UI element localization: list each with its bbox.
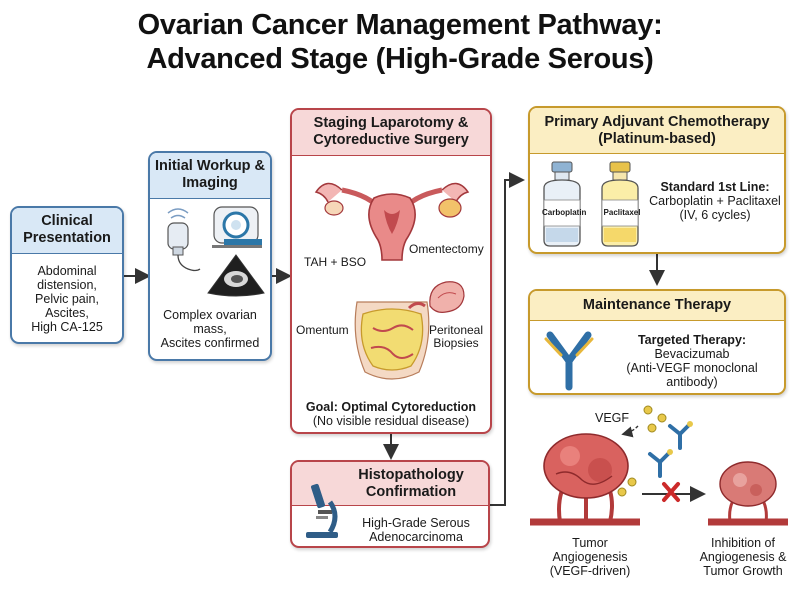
tah-bso-label: TAH + BSO [304,255,367,269]
inhibition-arrow-icon [642,482,706,502]
histopathology-box: Histopathology Confirmation High-Grade S… [290,460,490,548]
surgery-goal-title: Goal: Optimal Cytoreduction [305,400,477,414]
caption-line: Tumor [572,536,608,550]
targeted-therapy: Targeted Therapy: Bevacizumab (Anti-VEGF… [600,333,784,389]
page-title: Ovarian Cancer Management Pathway: Advan… [0,8,800,76]
caption-line: Angiogenesis & [699,550,787,564]
finding-line: mass, [193,322,227,336]
chemotherapy-box: Primary Adjuvant Chemotherapy (Platinum-… [528,106,786,254]
targeted-therapy-title: Targeted Therapy: [637,333,747,347]
vegf-molecules-icon [621,405,667,438]
carboplatin-label: Carboplatin [542,208,587,217]
chemo-vials-icon [543,161,639,247]
caption-line: Tumor Growth [703,564,783,578]
carboplatin-vial [543,161,581,247]
targeted-line: Bevacizumab [654,347,730,361]
omentum-icon [354,301,430,380]
maintenance-header: Maintenance Therapy [530,291,784,321]
vegf-label: VEGF [595,411,630,425]
ultrasound-scan-icon [207,254,265,297]
histopathology-header: Histopathology Confirmation [292,462,488,506]
maintenance-therapy-box: Maintenance Therapy Targeted Therapy: Be… [528,289,786,395]
peritoneal-biopsy-icon [429,281,465,313]
caption-line: Angiogenesis [552,550,628,564]
mri-scanner-icon [212,206,262,248]
microscope-icon [306,483,338,538]
regimen-line: (IV, 6 cycles) [679,208,751,222]
histopathology-result: High-Grade Serous Adenocarcinoma [344,516,488,544]
title-line-1: Ovarian Cancer Management Pathway: [137,9,663,41]
regimen-line: Carboplatin + Paclitaxel [649,194,781,208]
histology-line: Adenocarcinoma [369,530,463,544]
title-line-2: Advanced Stage (High-Grade Serous) [146,43,654,75]
chemo-regimen-title: Standard 1st Line: [660,180,770,194]
paclitaxel-label: Paclitaxel [603,208,641,217]
symptom-line: Pelvic pain, [35,292,99,306]
clinical-presentation-box: Clinical Presentation Abdominal distensi… [10,206,124,344]
paclitaxel-vial [601,161,639,247]
symptom-line: High CA-125 [31,320,103,334]
symptom-line: Ascites, [45,306,89,320]
clinical-presentation-symptoms: Abdominal distension, Pelvic pain, Ascit… [12,264,122,334]
omentum-label: Omentum [296,323,349,337]
initial-workup-header: Initial Workup & Imaging [150,153,270,199]
inhibited-tumor-icon [708,461,788,526]
tumor-angiogenesis-caption: Tumor Angiogenesis (VEGF-driven) [540,536,640,578]
angiogenesis-illustration [530,405,788,526]
workup-findings: Complex ovarian mass, Ascites confirmed [150,308,270,350]
uterus-icon [314,182,470,261]
targeted-line: antibody) [666,375,718,389]
tumor-angiogenesis-icon [530,433,640,526]
chemo-regimen: Standard 1st Line: Carboplatin + Paclita… [644,180,784,222]
bevacizumab-binding-icon [648,421,693,478]
caption-line: (VEGF-driven) [549,564,631,578]
cytoreductive-surgery-box: Staging Laparotomy & Cytoreductive Surge… [290,108,492,434]
initial-workup-box: Initial Workup & Imaging Complex ovarian… [148,151,272,361]
antibody-icon [544,331,594,391]
peritoneal-biopsies-label: Peritoneal Biopsies [428,323,484,350]
surgery-header: Staging Laparotomy & Cytoreductive Surge… [292,110,490,156]
symptom-line: Abdominal distension, [37,264,97,292]
omentectomy-label: Omentectomy [409,242,484,256]
ultrasound-probe-icon [167,208,201,272]
finding-line: Complex ovarian [163,308,257,322]
chemotherapy-header: Primary Adjuvant Chemotherapy (Platinum-… [530,108,784,154]
surgery-goal: Goal: Optimal Cytoreduction (No visible … [292,400,490,428]
clinical-presentation-header: Clinical Presentation [12,208,122,254]
targeted-line: (Anti-VEGF monoclonal [626,361,758,375]
arrow-histo-to-chemo [490,172,525,506]
surgery-goal-detail: (No visible residual disease) [312,414,470,428]
finding-line: Ascites confirmed [160,336,260,350]
histology-line: High-Grade Serous [362,516,470,530]
inhibition-caption: Inhibition of Angiogenesis & Tumor Growt… [690,536,796,578]
caption-line: Inhibition of [711,536,775,550]
